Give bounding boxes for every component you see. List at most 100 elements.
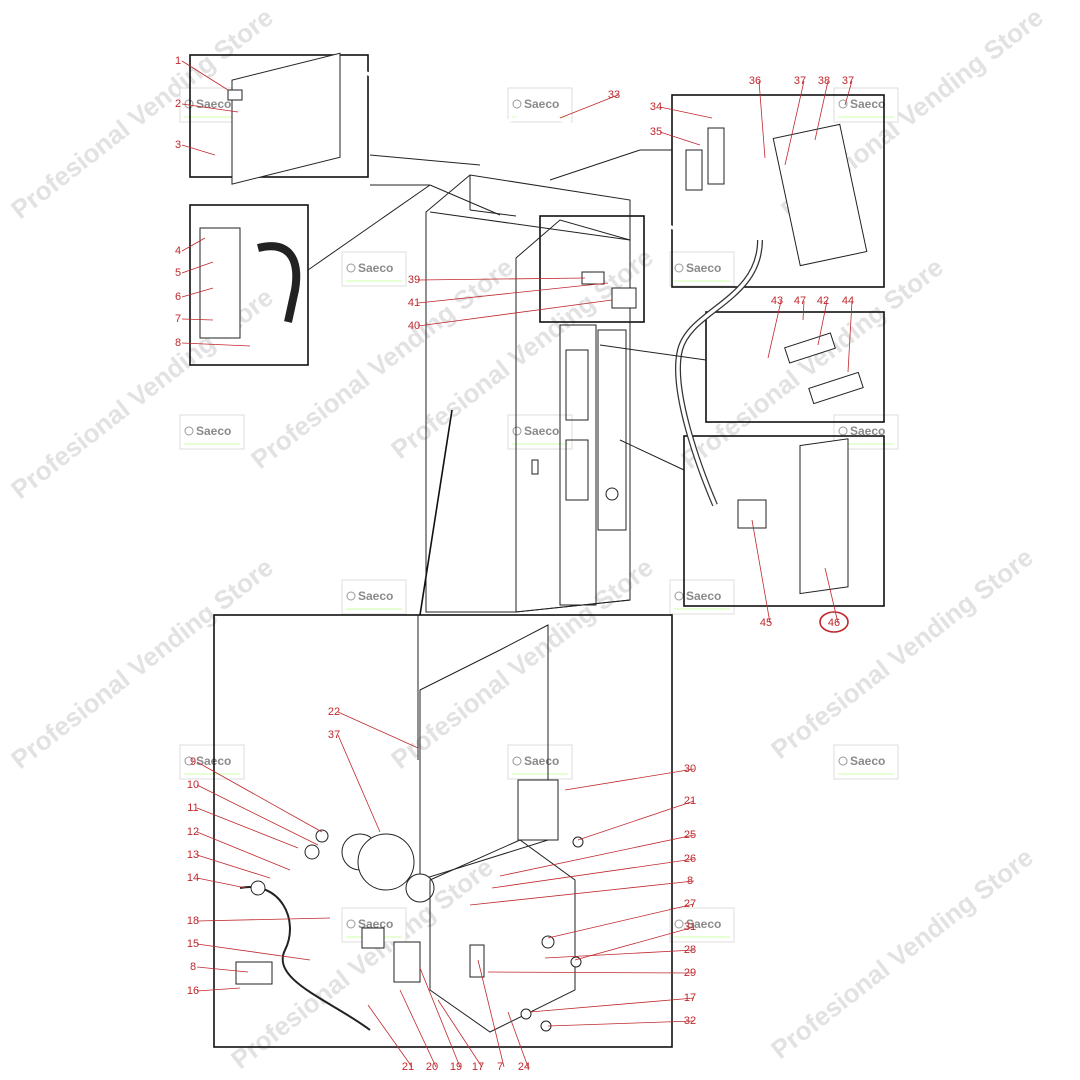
saeco-logo: Saeco	[179, 414, 245, 450]
leader-line	[767, 300, 782, 359]
cpu-board	[231, 52, 341, 185]
logo-text: Saeco	[850, 754, 885, 768]
callout-c8a: 8	[175, 337, 251, 349]
leader-line	[529, 997, 695, 1013]
logo-text: Saeco	[686, 261, 721, 275]
display-44	[808, 371, 864, 405]
logo-text: Saeco	[524, 97, 559, 111]
front-panel	[559, 324, 597, 606]
leader-line	[847, 300, 853, 373]
parts	[199, 52, 868, 1033]
callout-c42: 42	[817, 295, 829, 346]
callout-number: 34	[650, 101, 662, 113]
side-panel	[199, 227, 241, 339]
leader-line	[577, 800, 695, 841]
leader-line	[547, 1020, 695, 1027]
callout-number: 8	[190, 961, 196, 973]
saeco-logo: Saeco	[507, 744, 573, 780]
leader-line	[196, 807, 299, 849]
callout-number: 36	[749, 75, 761, 87]
display-42	[784, 332, 836, 364]
callout-c10: 10	[187, 779, 319, 846]
leader-line	[487, 971, 695, 974]
leader-line	[181, 103, 239, 113]
watermark-layer: Profesional Vending Store Profesional Ve…	[5, 2, 1048, 1075]
callout-number: 44	[842, 295, 854, 307]
callout-number: 4	[175, 245, 181, 257]
callout-number: 8	[175, 337, 181, 349]
callout-c11: 11	[187, 802, 299, 849]
label-35	[685, 149, 703, 191]
leader-line	[784, 80, 805, 166]
relay-19	[393, 941, 421, 983]
leader-line	[559, 94, 619, 119]
callout-c6: 6	[175, 287, 214, 303]
callout-c8c: 8	[469, 875, 695, 906]
callout-number: 37	[842, 75, 854, 87]
logo-text: Saeco	[850, 97, 885, 111]
saeco-logo: Saeco	[341, 579, 407, 615]
callout-number: 21	[684, 795, 696, 807]
leader-line	[196, 943, 311, 961]
leader-line	[196, 831, 291, 871]
transformer-disc	[405, 873, 435, 903]
callout-number: 20	[426, 1061, 438, 1073]
callout-number: 17	[684, 992, 696, 1004]
callout-number: 7	[497, 1061, 503, 1073]
washer-17	[520, 1008, 532, 1020]
callout-number: 8	[687, 875, 693, 887]
leader-line	[181, 318, 214, 321]
callout-c24: 24	[507, 1011, 530, 1073]
callout-c9: 9	[190, 756, 323, 833]
power-cord	[239, 885, 371, 1031]
leader-line	[337, 711, 419, 749]
keypad-board-45	[737, 499, 767, 529]
callout-c30: 30	[564, 763, 696, 791]
leader-line	[499, 834, 695, 877]
callout-c33: 33	[559, 89, 620, 119]
leader-line	[544, 949, 695, 959]
switch-18	[361, 927, 385, 949]
logo-layer: Saeco Saeco Saeco Saeco Saeco Saeco Saec…	[179, 87, 899, 943]
callout-number: 45	[760, 617, 772, 629]
leader-line	[751, 519, 771, 624]
leader-line	[844, 80, 853, 106]
logo-text: Saeco	[524, 754, 559, 768]
logo-text: Saeco	[524, 424, 559, 438]
callout-number: 37	[794, 75, 806, 87]
leader-line	[337, 734, 381, 833]
leader-line	[814, 80, 829, 141]
keypad-46	[799, 438, 849, 595]
callout-c29: 29	[487, 967, 696, 979]
callout-number: 32	[684, 1015, 696, 1027]
leader-line	[196, 966, 249, 973]
frame-keypad	[683, 435, 885, 607]
connector-39	[581, 271, 605, 285]
callout-c41: 41	[408, 282, 609, 309]
leader-line	[196, 987, 241, 992]
callout-number: 11	[187, 802, 198, 814]
callout-number: 22	[328, 706, 340, 718]
callout-number: 9	[190, 756, 196, 768]
callout-c7: 7	[175, 313, 214, 325]
callout-c34: 34	[650, 101, 713, 119]
callout-c37b: 37	[842, 75, 854, 106]
callout-c21b: 21	[367, 1004, 414, 1073]
callout-c28: 28	[544, 944, 696, 959]
leader-line	[196, 761, 323, 833]
saeco-logo: Saeco	[507, 414, 573, 450]
callout-c17a: 17	[529, 992, 696, 1013]
callout-number: 6	[175, 291, 181, 303]
callout-c21a: 21	[577, 795, 696, 841]
cover-plate-22	[419, 624, 549, 881]
callout-c36: 36	[749, 75, 766, 159]
callout-c47: 47	[794, 295, 806, 321]
bracket-30	[517, 779, 559, 841]
callout-number: 7	[175, 313, 181, 325]
callout-c19: 19	[419, 967, 462, 1073]
watermark: Profesional Vending Store	[765, 842, 1038, 1065]
callout-c46: 46	[819, 567, 849, 633]
callout-number: 28	[684, 944, 696, 956]
callout-number: 31	[684, 921, 696, 933]
